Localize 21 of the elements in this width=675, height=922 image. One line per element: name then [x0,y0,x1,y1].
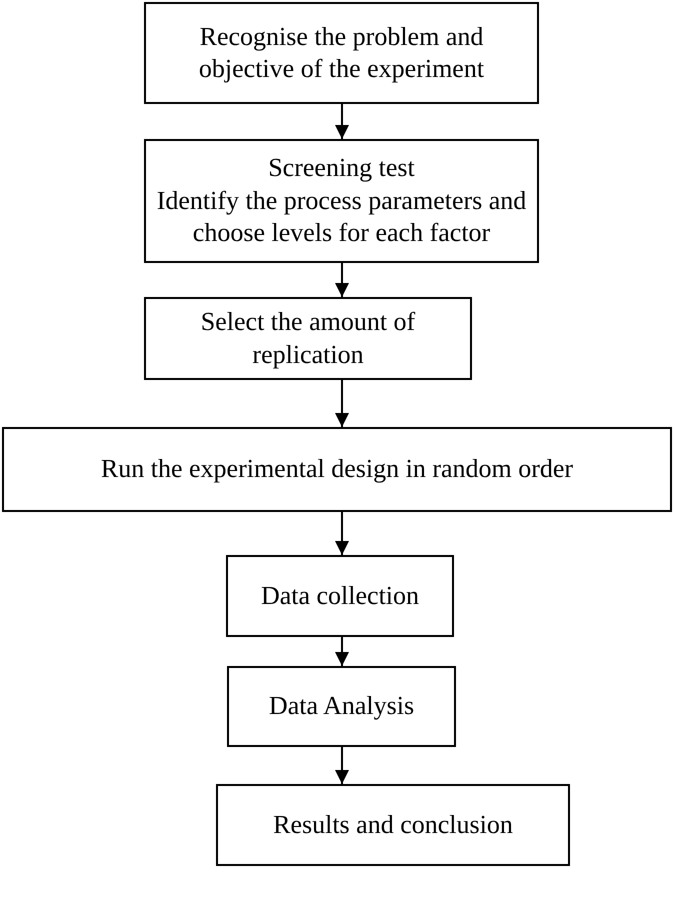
process-box [2,427,672,512]
arrow [335,747,349,784]
box-text: Run the experimental design in random order [100,453,574,486]
box-text: Recognise the problem and objective of the experiment [198,20,486,85]
box-text: Select the amount of replication [200,306,416,370]
process-box [227,666,456,747]
arrow [335,637,349,666]
process-box [216,784,570,866]
arrow [335,380,349,427]
box-text: Data collection [260,580,420,612]
box-text: Data Analysis [268,690,414,722]
process-box [144,2,539,104]
box-text: Results and conclusion [273,808,513,841]
process-box [144,297,472,380]
arrow [335,512,349,555]
process-box [144,139,539,263]
arrow [335,263,349,297]
process-box [226,555,454,637]
box-heading: Screening test [268,152,415,184]
box-text: Identify the process parameters and choose levels for each factor [156,184,528,250]
arrow [335,104,349,139]
